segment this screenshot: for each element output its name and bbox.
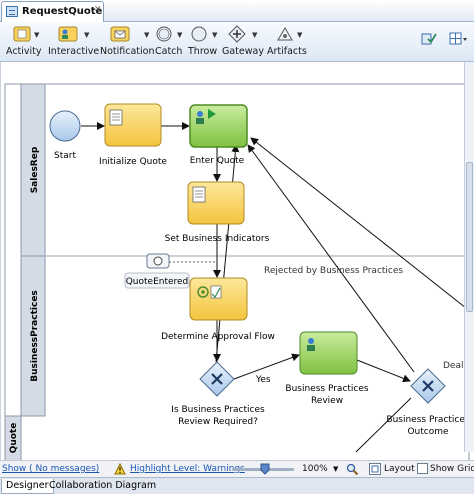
rules-icon	[197, 285, 222, 299]
script-icon	[192, 186, 206, 203]
validate-icon[interactable]	[421, 30, 437, 48]
layout-label: Layout	[384, 464, 415, 474]
outcome-label-line2: Outcome	[407, 427, 449, 437]
user-task-icon	[307, 338, 315, 351]
edge-gateway-enter-no[interactable]	[215, 144, 240, 363]
initialize-quote-label: Initialize Quote	[99, 157, 167, 167]
status-bar: Show ( No messages) Highlight Level: War…	[0, 460, 474, 477]
show-messages-link[interactable]: Show ( No messages)	[2, 464, 100, 474]
enter-quote-label: Enter Quote	[190, 156, 245, 166]
show-grid-label: Show Grid	[430, 464, 474, 474]
notification-icon	[110, 26, 130, 42]
show-grid-checkbox[interactable]	[417, 463, 428, 474]
lane-label-quote: Quote	[9, 423, 19, 454]
edge-label-deal: Deal	[443, 361, 463, 371]
component-palette: ▼ Activity ▼ Interactive ▼ Notification	[0, 22, 474, 62]
outcome-label-line1: Business Practices	[386, 415, 469, 425]
editor-tab-strip: RequestQuote ✕	[0, 0, 474, 22]
palette-catch[interactable]: ▼ Catch	[155, 25, 183, 61]
catch-icon	[156, 26, 172, 42]
tab-requestquote[interactable]: RequestQuote ✕	[1, 1, 104, 22]
task-determine-approval-flow[interactable]	[189, 277, 248, 321]
chevron-down-icon[interactable]: ▼	[34, 31, 40, 39]
palette-label: Catch	[155, 46, 183, 57]
zoom-slider-thumb[interactable]	[260, 463, 270, 475]
user-task-icon	[196, 109, 216, 124]
highlight-level-link[interactable]: Highlight Level: Warnings	[130, 464, 245, 474]
process-diagram: SalesRep BusinessPractices Quote Start	[4, 83, 472, 460]
edge-label-yes: Yes	[255, 375, 271, 385]
interactive-icon	[58, 26, 78, 42]
camera-icon	[153, 256, 163, 266]
warning-icon	[114, 463, 126, 475]
zoom-magnifier-icon[interactable]	[346, 463, 359, 476]
quote-entered-label: QuoteEntered	[126, 277, 189, 287]
edge-outcome-enter-rejected[interactable]	[247, 144, 415, 373]
chevron-down-icon[interactable]: ▼	[252, 31, 258, 39]
diagram-canvas[interactable]: SalesRep BusinessPractices Quote Start	[0, 62, 474, 460]
edge-gateway-review[interactable]	[233, 353, 300, 380]
edge-deal-enter[interactable]	[250, 137, 472, 313]
palette-gateway[interactable]: ▼ Gateway	[222, 25, 264, 61]
palette-label: Gateway	[222, 46, 264, 57]
grid-settings-icon[interactable]	[448, 30, 468, 48]
start-event[interactable]	[49, 110, 81, 142]
edge-outcome-down[interactable]	[355, 397, 412, 453]
script-icon	[109, 109, 123, 126]
palette-label: Interactive	[48, 46, 100, 57]
review-required-label-line1: Is Business Practices	[171, 405, 265, 415]
palette-activity[interactable]: ▼ Activity	[6, 25, 46, 61]
review-required-label-line2: Review Required?	[178, 417, 258, 427]
exclusive-gateway-icon	[422, 380, 434, 392]
palette-artifacts[interactable]: ▼ Artifacts	[267, 25, 307, 61]
palette-interactive[interactable]: ▼ Interactive	[48, 25, 100, 61]
lane-label-businesspractices: BusinessPractices	[30, 290, 40, 382]
palette-label: Notification	[100, 46, 155, 57]
layout-checkbox[interactable]	[369, 463, 381, 475]
edge-label-rejected: Rejected by Business Practices	[264, 266, 403, 276]
activity-icon	[13, 26, 31, 42]
palette-notification[interactable]: ▼ Notification	[100, 25, 155, 61]
exclusive-gateway-icon	[211, 373, 223, 385]
palette-throw[interactable]: ▼ Throw	[188, 25, 220, 61]
scrollbar-thumb[interactable]	[466, 162, 473, 312]
start-label: Start	[54, 151, 76, 161]
chevron-down-icon[interactable]: ▼	[144, 31, 150, 39]
business-practices-review-label-line2: Review	[311, 396, 343, 406]
artifacts-icon	[277, 27, 293, 41]
business-practices-review-label-line1: Business Practices	[285, 384, 368, 394]
set-business-indicators-label: Set Business Indicators	[165, 234, 270, 244]
tab-title: RequestQuote	[22, 6, 103, 17]
task-business-practices-review[interactable]	[299, 331, 358, 375]
chevron-down-icon[interactable]: ▼	[84, 31, 90, 39]
gateway-icon	[228, 25, 246, 43]
vertical-scrollbar[interactable]	[464, 62, 474, 452]
edge-review-outcome[interactable]	[356, 359, 411, 383]
palette-label: Throw	[188, 46, 218, 57]
process-file-icon	[6, 6, 18, 17]
palette-label: Artifacts	[267, 46, 307, 57]
tab-collaboration-diagram[interactable]: Collaboration Diagram	[49, 480, 157, 491]
lane-label-salesrep: SalesRep	[30, 146, 40, 193]
quote-entered-tag[interactable]	[124, 272, 190, 289]
chevron-down-icon[interactable]: ▼	[297, 31, 303, 39]
zoom-level: 100%	[302, 464, 328, 474]
chevron-down-icon[interactable]: ▼	[177, 31, 183, 39]
throw-icon	[191, 26, 207, 42]
chevron-down-icon[interactable]: ▼	[212, 31, 218, 39]
task-enter-quote[interactable]	[189, 104, 248, 148]
palette-label: Activity	[6, 46, 42, 57]
chevron-down-icon[interactable]: ▼	[333, 465, 339, 473]
close-icon[interactable]: ✕	[94, 5, 102, 15]
editor-view-tabs: Designer Collaboration Diagram	[0, 477, 474, 494]
determine-approval-flow-label: Determine Approval Flow	[161, 332, 275, 342]
